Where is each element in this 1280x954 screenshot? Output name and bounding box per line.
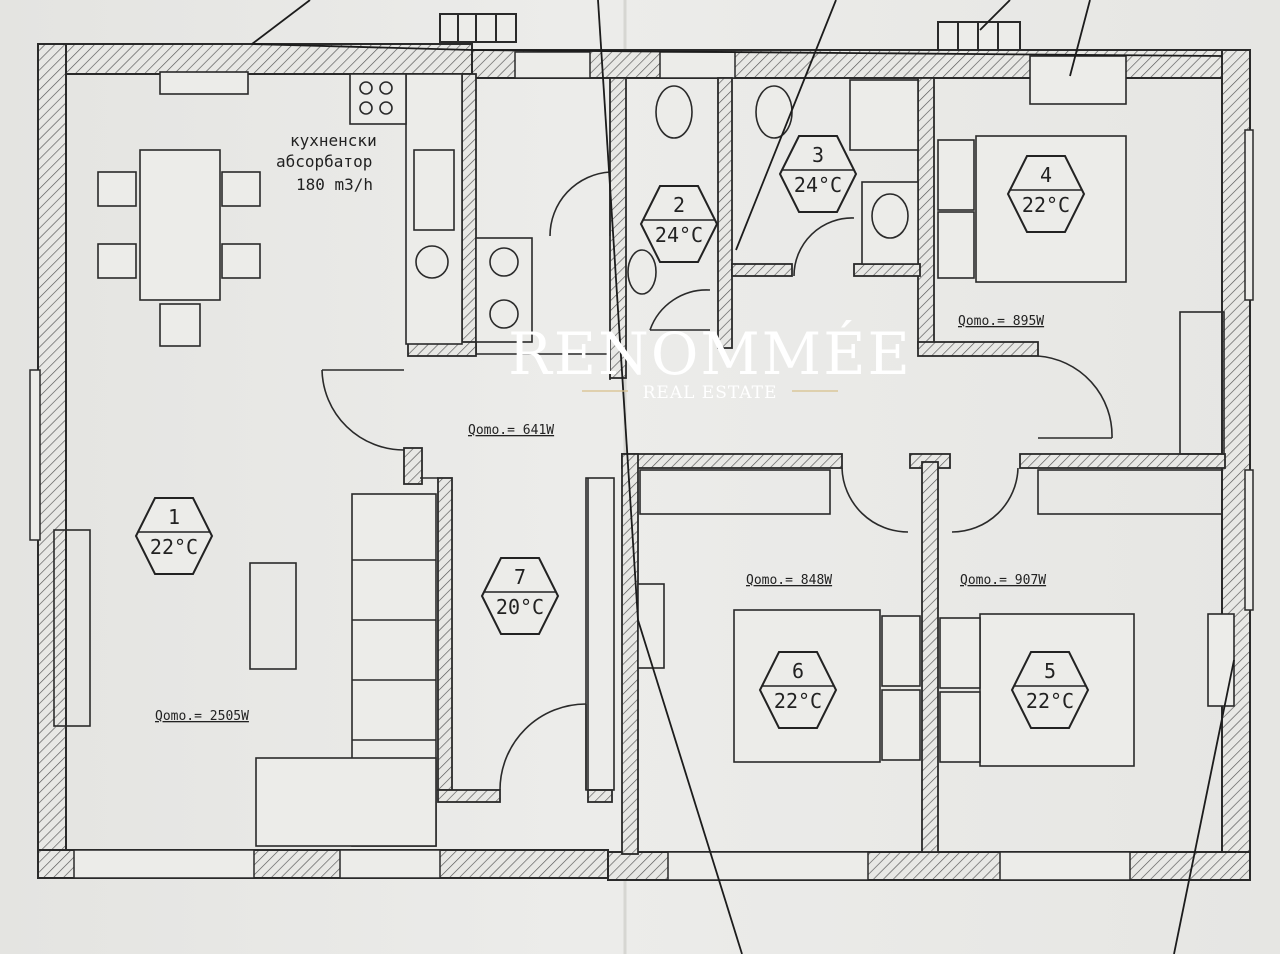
air-conditioner-icon [159,71,249,95]
room-temperature-4: 22°C [1022,193,1070,217]
watermark-brand: RENOMMÉE [508,320,912,388]
room-number-2: 2 [673,193,685,217]
room-markers: 1 22°C 2 24°C 3 24°C 4 22°C 5 22°C 6 22°C 7 20°C [134,135,1090,729]
shower-icon [849,79,919,151]
room-temperature-3: 24°C [794,173,842,197]
room-marker-7: 7 20°C [480,557,560,635]
air-conditioner-icon-3 [637,583,665,669]
room-temperature-2: 24°C [655,223,703,247]
radiator-icon [439,13,1021,51]
air-conditioner-icon-4 [1207,613,1235,707]
room-number-3: 3 [812,143,824,167]
room-marker-3: 3 24°C [778,135,858,213]
watermark-subtitle: REAL ESTATE [643,383,778,403]
room-marker-1: 1 22°C [134,497,214,575]
kitchen-note-line1: кухненски [290,131,377,150]
toilet-icon-2 [755,85,793,139]
toilet-icon [655,85,693,139]
room-number-7: 7 [514,565,526,589]
corridor-lines [53,311,1225,791]
bath-fixtures [627,79,919,295]
sofa-icon [255,493,437,847]
kitchen-note-line2: абсорбатор [276,152,372,171]
dining-table [139,149,221,301]
load-label-corridor: Qomo.= 641W [468,423,554,438]
load-label-room-6: Qomo.= 848W [746,573,832,588]
windows [29,51,1254,881]
stove-icon [349,73,407,125]
room-number-4: 4 [1040,163,1052,187]
room-number-1: 1 [168,505,180,529]
room-marker-6: 6 22°C [758,651,838,729]
room-number-6: 6 [792,659,804,683]
air-conditioner-icon-2 [1029,55,1127,105]
room-temperature-1: 22°C [150,535,198,559]
heat-load-labels: Qomo.= 2505W Qomo.= 641W Qomo.= 895W Qom… [155,314,1046,724]
room-number-5: 5 [1044,659,1056,683]
pipe-lines [251,0,1235,954]
watermark: RENOMMÉE REAL ESTATE [508,320,912,403]
load-label-room-4: Qomo.= 895W [958,314,1044,329]
room-marker-5: 5 22°C [1010,651,1090,729]
load-label-room-5: Qomo.= 907W [960,573,1046,588]
kitchen-furniture [97,71,463,347]
sink-icon [413,149,455,231]
room-temperature-6: 22°C [774,689,822,713]
interior-walls [403,73,1226,855]
laundry-area [475,237,533,343]
kitchen-note: кухненски абсорбатор 180 m3/h [276,131,377,194]
room-marker-2: 2 24°C [639,185,719,263]
load-label-room-1: Qomo.= 2505W [155,709,249,724]
room-temperature-7: 20°C [496,595,544,619]
doors [321,171,1113,791]
room-marker-4: 4 22°C [1006,155,1086,233]
kitchen-note-line3: 180 m3/h [296,175,373,194]
room-temperature-5: 22°C [1026,689,1074,713]
